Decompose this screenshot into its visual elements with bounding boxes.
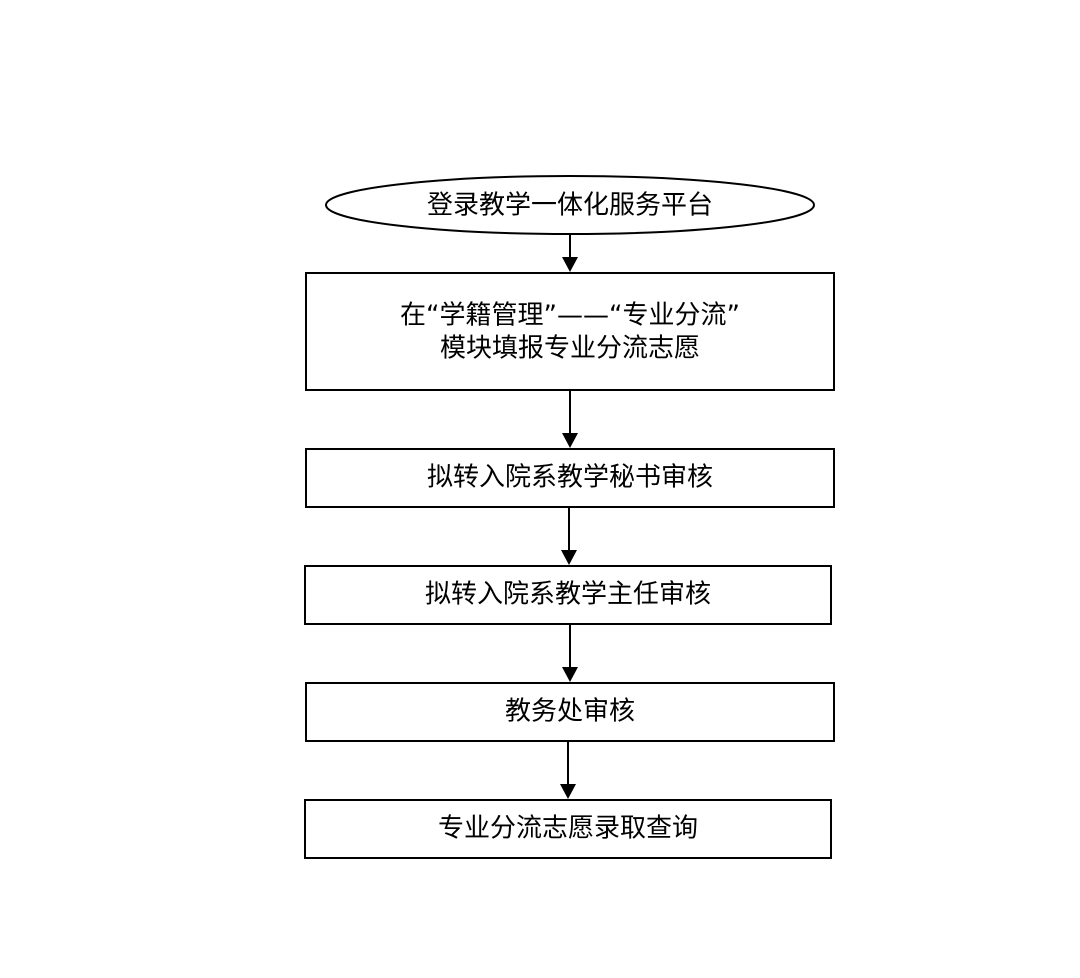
edge-director-to-academic-office-review-arrowhead (562, 667, 578, 682)
node-director-review: 拟转入院系教学主任审核 (304, 565, 832, 625)
node-result-query: 专业分流志愿录取查询 (304, 799, 832, 859)
node-academic-office-review-label: 教务处审核 (505, 697, 635, 727)
node-secretary-review-box (305, 448, 835, 508)
node-academic-office-review: 教务处审核 (305, 682, 835, 742)
edge-login-to-apply (562, 234, 578, 272)
node-login-label: 登录教学一体化服务平台 (427, 191, 713, 221)
edge-academic-office-to-result-query (560, 741, 576, 799)
node-apply-label-line-1: 在“学籍管理”——“专业分流” (400, 301, 740, 331)
edge-academic-office-to-result-query-arrowhead (560, 784, 576, 799)
node-secretary-review: 拟转入院系教学秘书审核 (305, 448, 835, 508)
node-academic-office-review-box (305, 682, 835, 742)
edge-secretary-to-director-review (561, 507, 577, 565)
edge-login-to-apply-arrowhead (562, 257, 578, 272)
node-apply-box (305, 272, 835, 391)
node-result-query-box (304, 799, 832, 859)
edge-secretary-to-director-review-arrowhead (561, 550, 577, 565)
node-login: 登录教学一体化服务平台 (325, 175, 815, 235)
edge-apply-to-secretary-review-arrowhead (562, 433, 578, 448)
node-apply: 在“学籍管理”——“专业分流” 模块填报专业分流志愿 (305, 272, 835, 391)
node-secretary-review-label: 拟转入院系教学秘书审核 (427, 463, 713, 493)
edge-apply-to-secretary-review (562, 390, 578, 448)
node-result-query-label: 专业分流志愿录取查询 (438, 814, 698, 844)
edge-director-to-academic-office-review (562, 624, 578, 682)
node-director-review-box (304, 565, 832, 625)
node-director-review-label: 拟转入院系教学主任审核 (425, 580, 711, 610)
node-apply-label-line-2: 模块填报专业分流志愿 (440, 334, 700, 364)
